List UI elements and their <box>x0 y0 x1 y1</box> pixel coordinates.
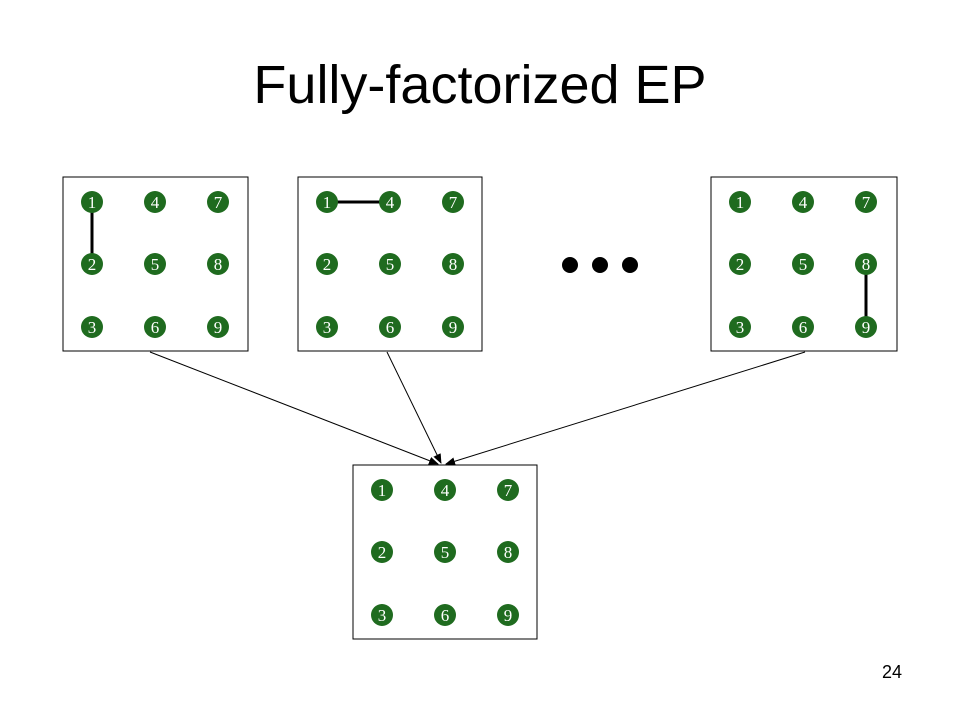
node-5: 5 <box>144 253 166 275</box>
node-label: 2 <box>88 255 97 274</box>
node-1: 1 <box>81 191 103 213</box>
panel-1: 1 4 7 2 5 8 3 6 9 <box>62 176 249 352</box>
panel-2: 1 4 7 2 5 8 3 6 9 <box>297 176 483 352</box>
node-label: 8 <box>449 255 458 274</box>
node-8: 8 <box>497 541 519 563</box>
node-2: 2 <box>81 253 103 275</box>
node-label: 4 <box>151 193 160 212</box>
node-label: 3 <box>88 318 97 337</box>
node-9: 9 <box>497 604 519 626</box>
ellipsis-dot <box>622 257 638 273</box>
node-5: 5 <box>434 541 456 563</box>
node-6: 6 <box>434 604 456 626</box>
node-label: 6 <box>386 318 395 337</box>
node-7: 7 <box>207 191 229 213</box>
arrow-panel-3-to-result <box>445 351 806 466</box>
node-label: 3 <box>378 606 387 625</box>
node-1: 1 <box>316 191 338 213</box>
ellipsis-dot <box>592 257 608 273</box>
node-6: 6 <box>792 316 814 338</box>
panel-3: 1 4 7 2 5 8 3 6 9 <box>710 176 898 352</box>
node-label: 7 <box>504 481 513 500</box>
node-5: 5 <box>379 253 401 275</box>
node-label: 1 <box>88 193 97 212</box>
node-label: 6 <box>151 318 160 337</box>
page-number: 24 <box>881 662 902 682</box>
node-7: 7 <box>497 479 519 501</box>
node-2: 2 <box>316 253 338 275</box>
node-label: 9 <box>214 318 223 337</box>
node-label: 5 <box>151 255 160 274</box>
node-2: 2 <box>371 541 393 563</box>
node-1: 1 <box>371 479 393 501</box>
node-9: 9 <box>207 316 229 338</box>
node-label: 8 <box>862 255 871 274</box>
node-6: 6 <box>144 316 166 338</box>
node-7: 7 <box>442 191 464 213</box>
node-label: 7 <box>214 193 223 212</box>
node-4: 4 <box>379 191 401 213</box>
node-4: 4 <box>792 191 814 213</box>
node-3: 3 <box>729 316 751 338</box>
node-label: 9 <box>504 606 513 625</box>
arrow-panel-1-to-result <box>149 351 439 465</box>
node-label: 5 <box>799 255 808 274</box>
node-4: 4 <box>144 191 166 213</box>
slide-title: Fully-factorized EP <box>253 55 707 115</box>
node-2: 2 <box>729 253 751 275</box>
node-label: 2 <box>736 255 745 274</box>
node-5: 5 <box>792 253 814 275</box>
node-label: 8 <box>214 255 223 274</box>
node-label: 6 <box>799 318 808 337</box>
node-3: 3 <box>371 604 393 626</box>
panel-result: 1 4 7 2 5 8 3 6 9 <box>352 464 538 640</box>
node-6: 6 <box>379 316 401 338</box>
node-8: 8 <box>442 253 464 275</box>
node-9: 9 <box>855 316 877 338</box>
node-3: 3 <box>81 316 103 338</box>
node-label: 4 <box>386 193 395 212</box>
node-3: 3 <box>316 316 338 338</box>
node-label: 9 <box>862 318 871 337</box>
node-label: 1 <box>378 481 387 500</box>
node-label: 7 <box>862 193 871 212</box>
node-label: 1 <box>736 193 745 212</box>
node-1: 1 <box>729 191 751 213</box>
node-label: 3 <box>736 318 745 337</box>
node-9: 9 <box>442 316 464 338</box>
node-label: 7 <box>449 193 458 212</box>
node-4: 4 <box>434 479 456 501</box>
node-label: 3 <box>323 318 332 337</box>
node-label: 5 <box>386 255 395 274</box>
node-8: 8 <box>207 253 229 275</box>
node-label: 1 <box>323 193 332 212</box>
node-label: 9 <box>449 318 458 337</box>
node-label: 5 <box>441 543 450 562</box>
node-label: 4 <box>441 481 450 500</box>
arrow-panel-2-to-result <box>386 351 442 464</box>
node-7: 7 <box>855 191 877 213</box>
node-label: 8 <box>504 543 513 562</box>
node-8: 8 <box>855 253 877 275</box>
node-label: 4 <box>799 193 808 212</box>
node-label: 2 <box>378 543 387 562</box>
node-label: 2 <box>323 255 332 274</box>
ellipsis-dot <box>562 257 578 273</box>
node-label: 6 <box>441 606 450 625</box>
